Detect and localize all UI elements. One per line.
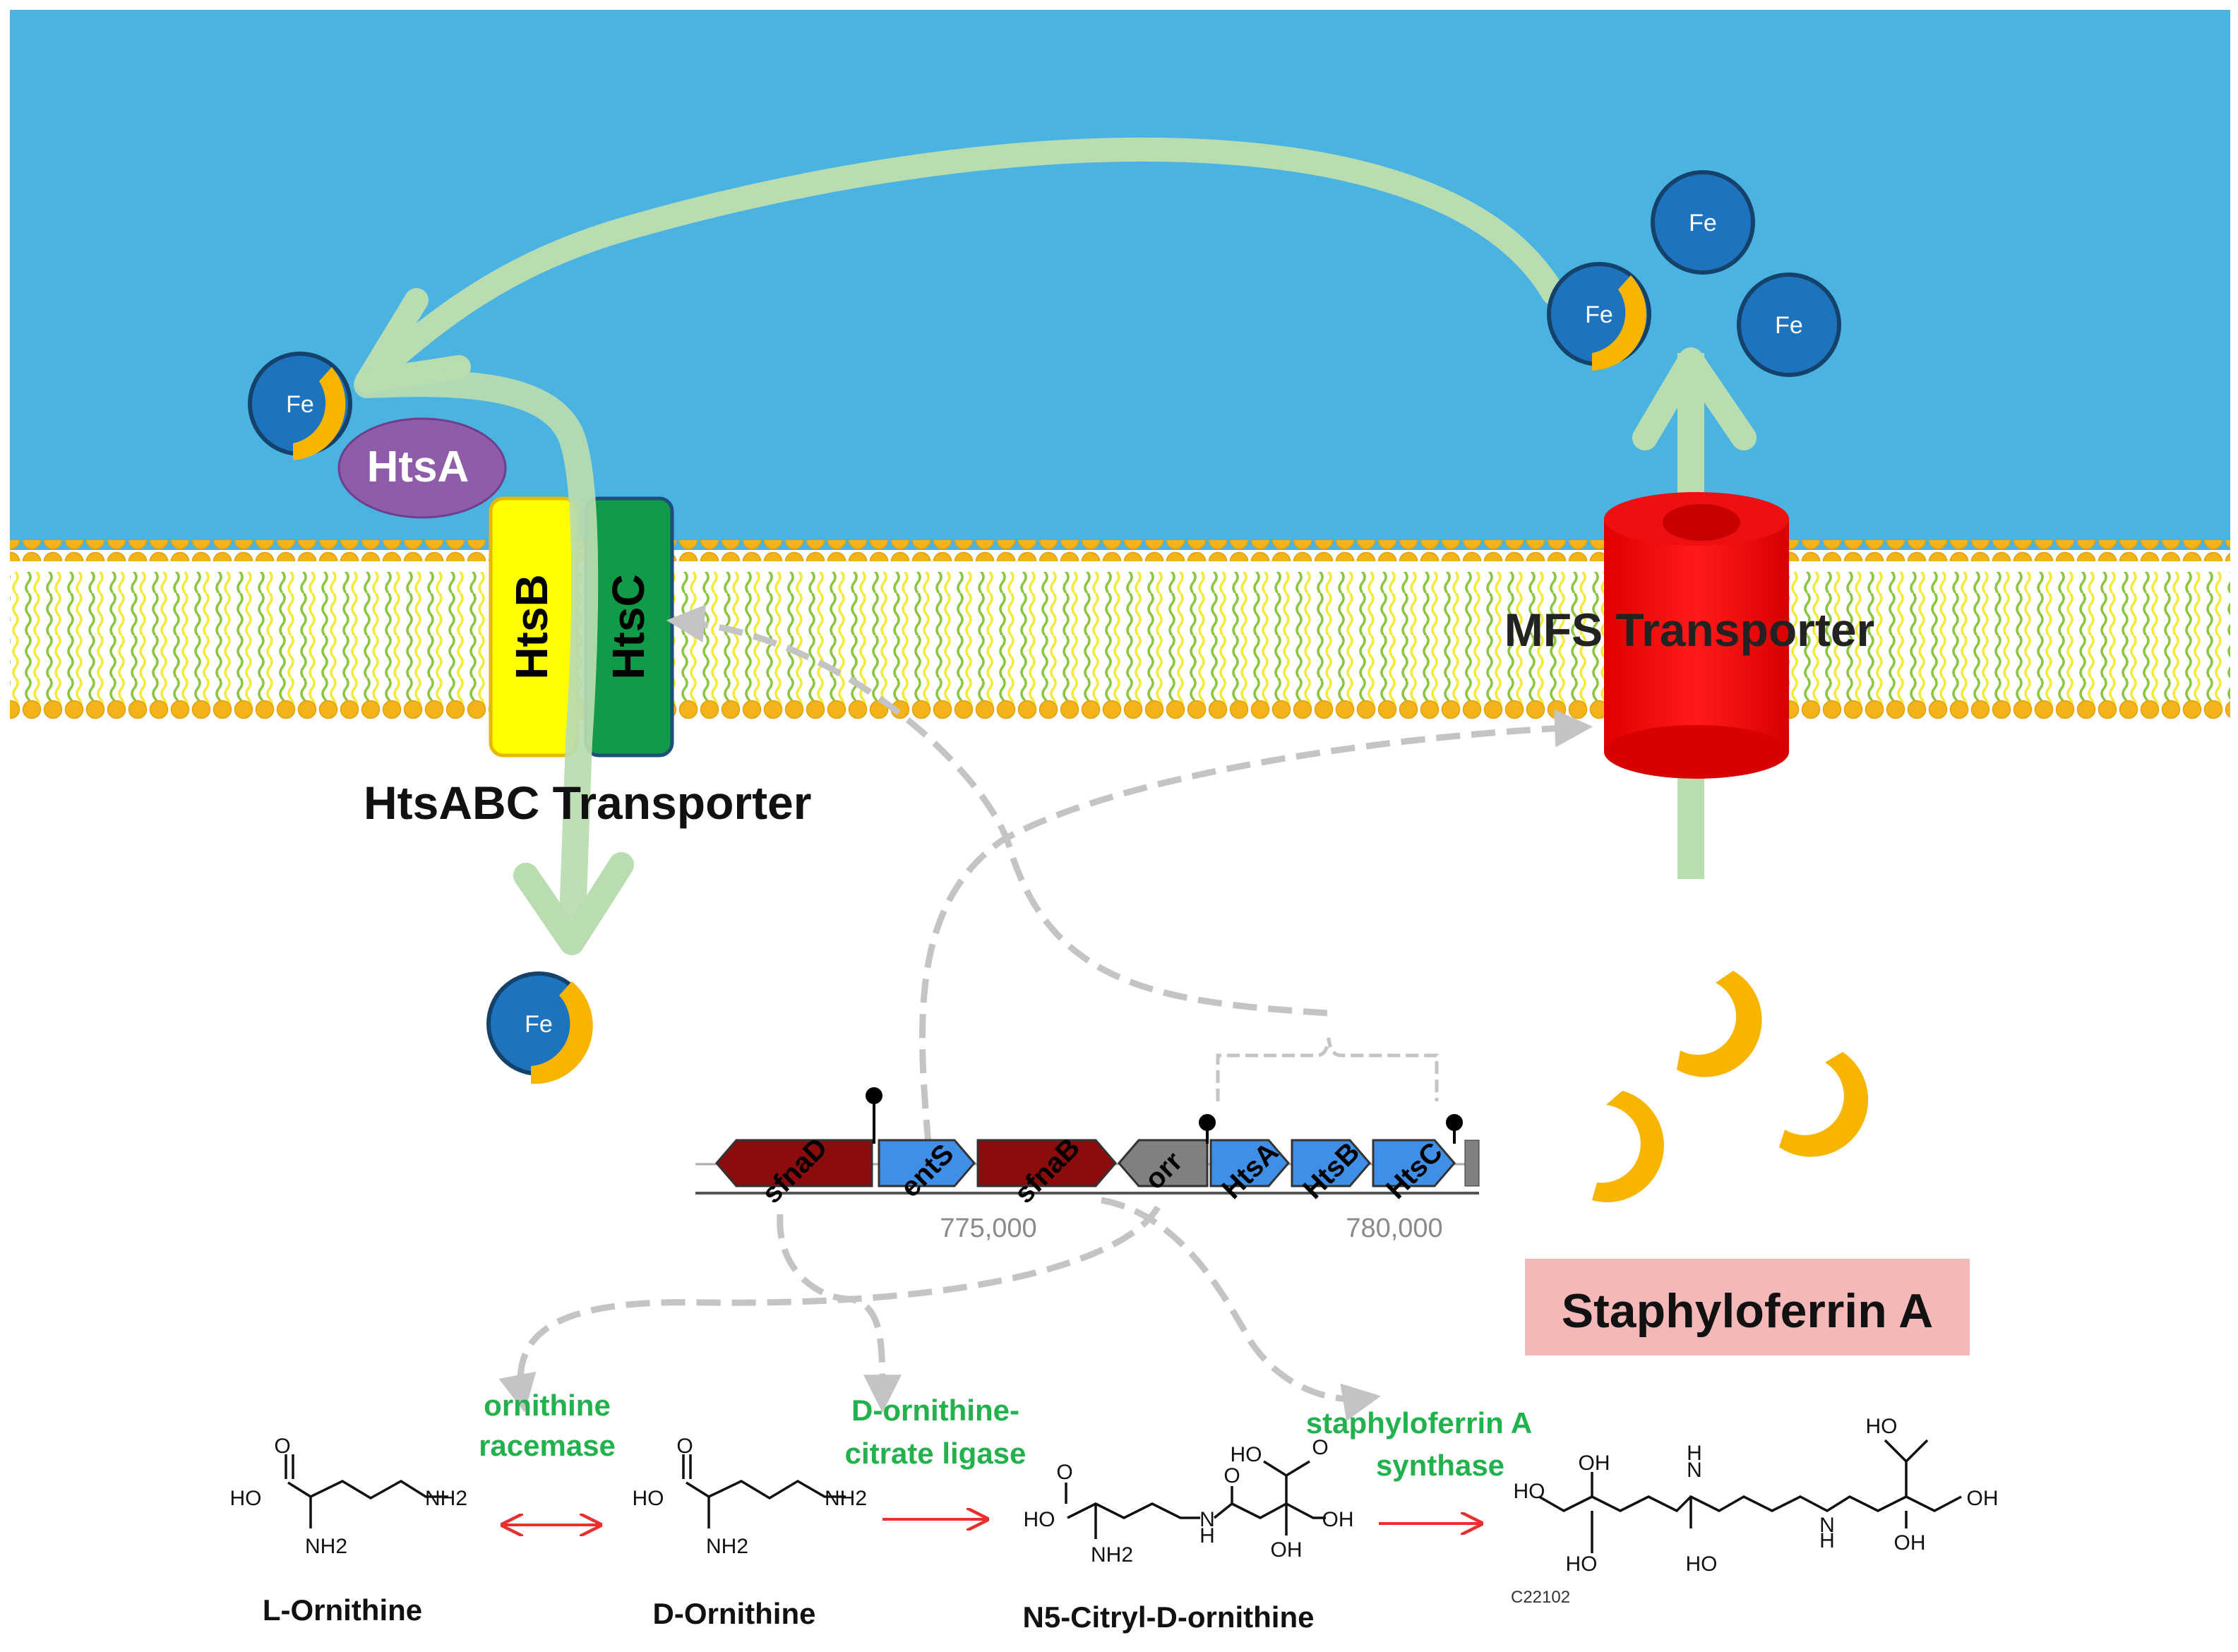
enzyme-synthase-line2: synthase [1376,1449,1504,1482]
structure-l-ornithine [285,1454,448,1528]
sfa-n-right: N [1819,1514,1835,1537]
hts-operon-bracket [1216,1037,1439,1101]
dashed-arrows [498,604,1593,1421]
n5-oh-b: OH [1322,1508,1354,1531]
n5-n: N [1199,1508,1215,1531]
l-orn-o: O [274,1435,290,1458]
d-orn-ho: HO [633,1487,664,1510]
mfs-transporter-label: MFS Transporter [1504,604,1874,656]
enzyme-ligase-line2: citrate ligase [845,1437,1027,1470]
staphyloferrin-label-box [1525,1259,1970,1355]
iron-free-2: Fe [1737,273,1841,377]
promoter-markers [866,1087,1463,1144]
compound-l-ornithine: L-Ornithine [263,1593,422,1627]
htsC-label: HtsC [603,574,654,679]
flow-arrow-import [354,370,634,955]
l-orn-nh2-b: NH2 [425,1487,467,1510]
svg-text:Fe: Fe [1775,312,1803,339]
htsB-label: HtsB [506,574,557,679]
sfa-ho-top: HO [1866,1415,1898,1438]
svg-text:Fe: Fe [286,391,314,418]
mfs-transporter [1604,492,1789,779]
gene-orr [1118,1139,1209,1187]
htsabc-transporter-label: HtsABC Transporter [364,777,811,829]
enzyme-synthase-line1: staphyloferrin A [1306,1406,1533,1439]
coord-780000: 780,000 [1346,1214,1442,1243]
enzyme-racemase-line2: racemase [479,1429,616,1462]
siderophore-1 [1677,971,1762,1077]
gene-htsc [1372,1139,1456,1187]
n5-o-b: O [1223,1464,1240,1488]
svg-text:Fe: Fe [1689,210,1717,237]
gene-sfnab [976,1139,1117,1187]
svg-text:Fe: Fe [525,1011,553,1038]
gene-htsb [1291,1139,1371,1187]
siderophore-2 [1779,1052,1869,1157]
sfa-ho-bottom-a: HO [1566,1552,1598,1576]
gene-ents [878,1139,976,1187]
sfa-oh-bottom: OH [1894,1531,1926,1555]
gene-stub [1464,1139,1480,1187]
sfa-oh-top: OH [1579,1452,1610,1475]
compound-d-ornithine: D-Ornithine [653,1597,816,1630]
staphyloferrin-label: Staphyloferrin A [1562,1284,1933,1338]
lipid-bilayer [10,540,2230,720]
n5-h: H [1199,1524,1215,1548]
sfa-ho-bottom-b: HO [1686,1552,1718,1576]
d-orn-nh2-b: NH2 [825,1487,867,1510]
enzyme-racemase-line1: ornithine [484,1389,611,1422]
structure-n5-citryl-d-ornithine [1065,1460,1326,1539]
htsA-label: HtsA [367,443,469,491]
iron-free-1: Fe [1651,170,1755,275]
gene-htsa [1209,1139,1290,1187]
structure-d-ornithine [682,1454,846,1528]
iron-siderophore-complex-mfs: Fe [1547,262,1651,371]
sfa-h-left: H [1687,1442,1702,1465]
sfa-ho-left: HO [1514,1480,1545,1503]
n5-oh-a: OH [1271,1538,1303,1562]
compound-n5-citryl-d-ornithine: N5-Citryl-D-ornithine [1023,1600,1315,1634]
structure-staphyloferrin-a [1538,1439,1962,1553]
n5-o-a: O [1056,1461,1072,1484]
n5-nh2: NH2 [1091,1543,1133,1567]
l-orn-ho: HO [230,1487,262,1510]
d-orn-nh2-a: NH2 [706,1535,748,1558]
n5-ho-b: HO [1231,1443,1262,1466]
siderophore-3 [1592,1091,1664,1202]
coord-775000: 775,000 [940,1214,1036,1243]
iron-siderophore-complex-cytoplasm: Fe [486,971,593,1084]
n5-o-c: O [1312,1436,1328,1459]
n5-ho-a: HO [1024,1508,1055,1531]
sfa-oh-right: OH [1967,1487,1999,1510]
gene-sfnad [715,1139,873,1187]
siderophore-free-group [1592,971,1869,1202]
sfa-compound-id: C22102 [1511,1588,1570,1607]
iron-siderophore-complex-htsA: Fe [248,352,352,460]
d-orn-o: O [676,1435,693,1458]
sfa-n-left: N [1687,1459,1702,1482]
l-orn-nh2-a: NH2 [305,1535,347,1558]
sfa-h-right: H [1819,1529,1835,1552]
svg-text:Fe: Fe [1585,301,1613,328]
enzyme-ligase-line1: D-ornithine- [851,1394,1019,1427]
htsA-protein [337,417,507,519]
